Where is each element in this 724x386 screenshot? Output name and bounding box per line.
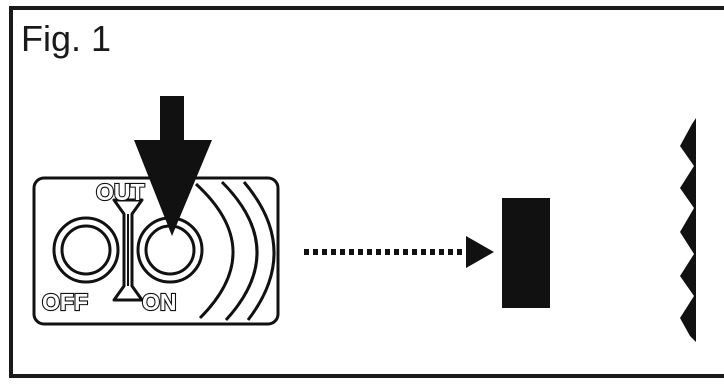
housing-curve-2 — [220, 180, 259, 322]
switch-assembly: OUT OFF ON — [32, 176, 280, 326]
switch-label-off: OFF — [42, 289, 88, 315]
serrated-wall-icon — [680, 118, 696, 342]
target-block — [502, 198, 550, 308]
rocker-icon — [112, 198, 144, 302]
switch-label-out: OUT — [96, 179, 145, 205]
press-arrow-icon — [134, 96, 212, 236]
housing-curve-1 — [194, 182, 235, 320]
switch-label-on: ON — [142, 289, 177, 315]
on-position-icon — [136, 216, 204, 284]
housing-curve-3 — [242, 181, 276, 321]
off-position-icon — [52, 216, 120, 284]
figure-label: Fig. 1 — [21, 18, 112, 59]
dotted-arrow-icon — [304, 236, 494, 268]
